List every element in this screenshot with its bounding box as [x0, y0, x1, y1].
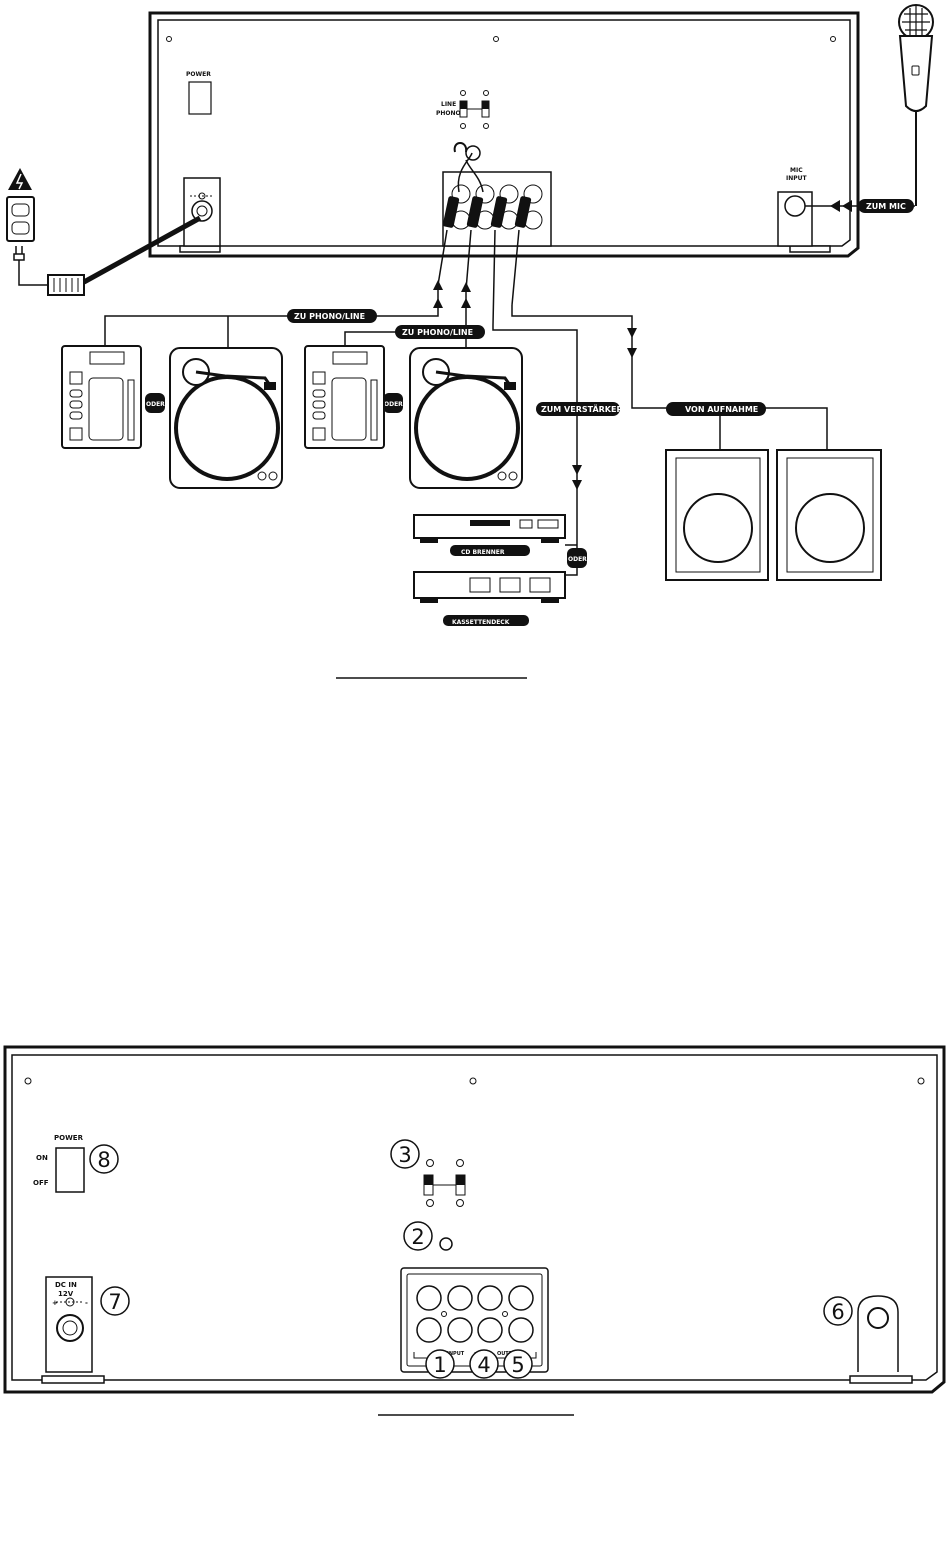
cd-player-1	[62, 346, 141, 448]
diagram-2: POWER ON OFF DC IN 12V + -	[5, 1047, 944, 1415]
microphone-icon	[899, 5, 933, 206]
phono-label: PHONO	[436, 110, 461, 117]
line-label: LINE	[441, 101, 456, 108]
von-aufnahme-label: VON AUFNAHME	[685, 405, 758, 414]
svg-text:+: +	[52, 1299, 58, 1307]
callout-3: 3	[391, 1140, 419, 1168]
callout-6: 6	[824, 1297, 852, 1325]
svg-text:2: 2	[411, 1225, 424, 1249]
power-label: POWER	[186, 71, 211, 78]
power-switch: POWER	[186, 71, 211, 114]
voltage-label: 12V	[58, 1290, 74, 1298]
mic-input-label-2: INPUT	[786, 175, 808, 182]
oder-label-2: ODER	[384, 401, 403, 408]
turntable-1	[170, 348, 282, 488]
oder-label-1: ODER	[146, 401, 165, 408]
svg-text:-: -	[85, 1299, 88, 1307]
mic-input-label-1: MIC	[790, 167, 803, 174]
speaker-left	[666, 450, 768, 580]
cd-brenner-label: CD BRENNER	[461, 549, 505, 556]
dc-in-jack-detail: DC IN 12V + -	[46, 1277, 92, 1372]
dc-in-jack	[184, 178, 220, 246]
svg-text:6: 6	[831, 1300, 844, 1324]
mic-input-jack-detail	[858, 1296, 898, 1372]
callout-1: 1	[426, 1350, 454, 1378]
cassette-deck: KASSETTENDECK	[414, 572, 565, 626]
on-label: ON	[36, 1154, 48, 1162]
power-label-2: POWER	[54, 1134, 84, 1142]
callout-5: 5	[504, 1350, 532, 1378]
callout-2: 2	[404, 1222, 432, 1250]
turntable-2	[410, 348, 522, 488]
zu-phono-line-label-a: ZU PHONO/LINE	[294, 312, 365, 321]
callout-8: 8	[90, 1145, 118, 1173]
cd-burner: CD BRENNER	[414, 515, 565, 556]
svg-text:7: 7	[108, 1290, 121, 1314]
svg-text:3: 3	[398, 1143, 411, 1167]
kassettendeck-label: KASSETTENDECK	[452, 619, 510, 626]
svg-text:5: 5	[511, 1353, 524, 1377]
speaker-right	[777, 450, 881, 580]
diagram-1: POWER LINE PHONO	[7, 5, 933, 678]
callout-4: 4	[470, 1350, 498, 1378]
cd-player-2	[305, 346, 384, 448]
off-label: OFF	[33, 1179, 49, 1187]
dc-in-label: DC IN	[55, 1281, 77, 1289]
zum-mic-label: ZUM MIC	[866, 202, 906, 211]
callout-7: 7	[101, 1287, 129, 1315]
zum-verstarker-label: ZUM VERSTÄRKER	[541, 404, 623, 414]
svg-text:4: 4	[477, 1353, 490, 1377]
svg-text:8: 8	[97, 1148, 110, 1172]
oder-label-3: ODER	[568, 556, 587, 563]
svg-text:1: 1	[433, 1353, 446, 1377]
zu-phono-line-label-b: ZU PHONO/LINE	[402, 328, 473, 337]
